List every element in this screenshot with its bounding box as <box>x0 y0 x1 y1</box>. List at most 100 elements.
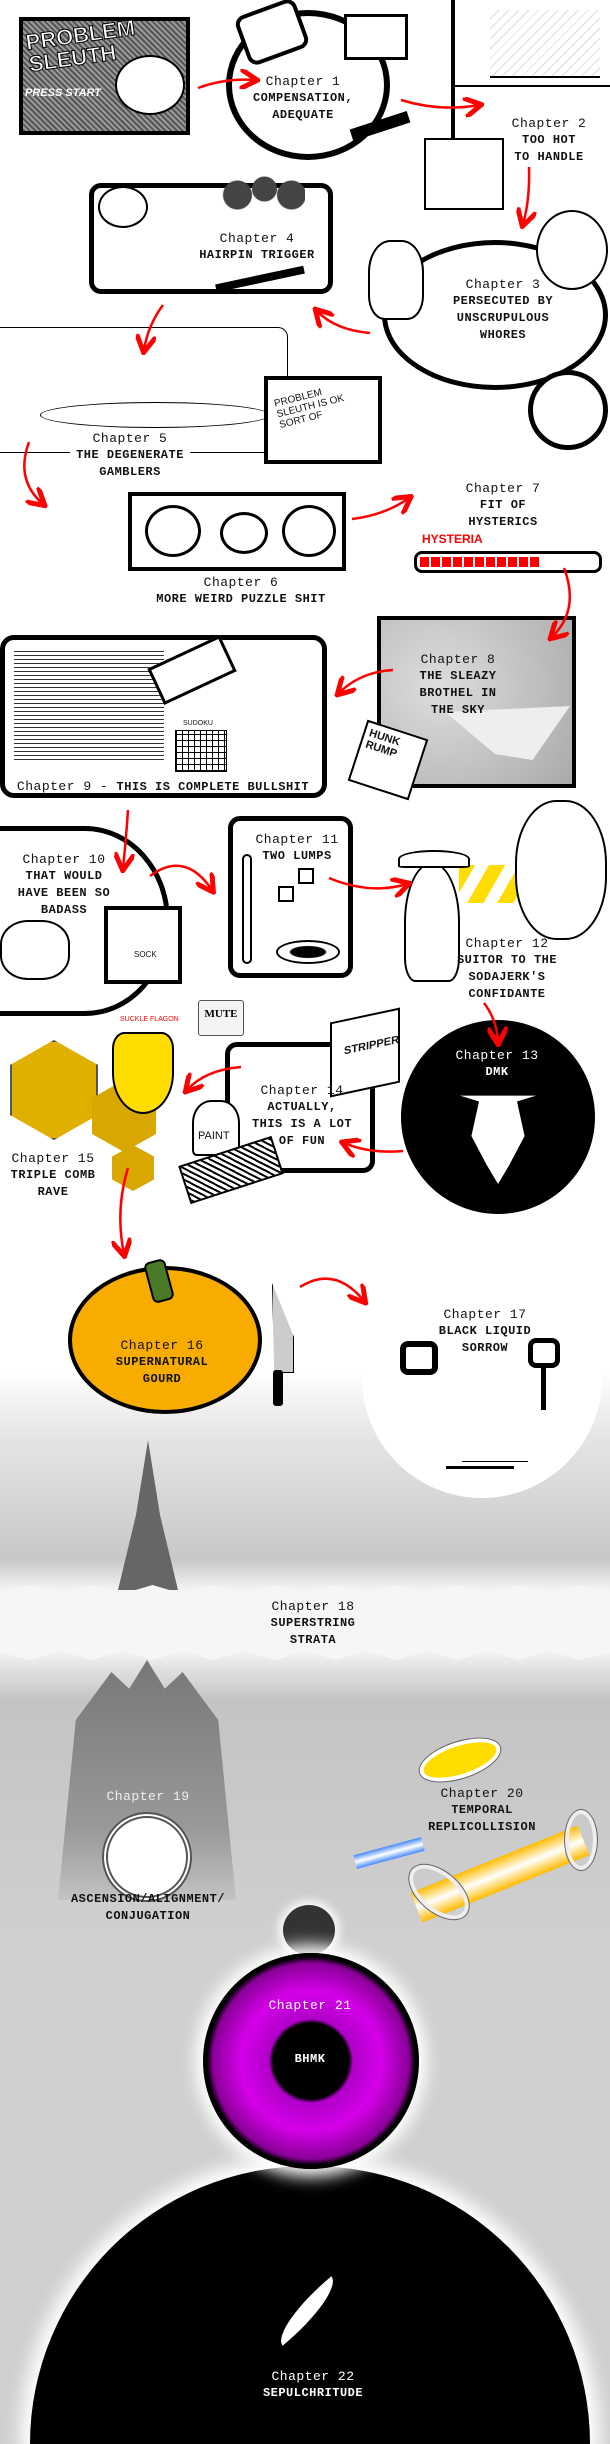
chapter-14[interactable]: Chapter 14 ACTUALLY, THIS IS A LOT OF FUN <box>252 1082 352 1150</box>
chapter-15[interactable]: Chapter 15 TRIPLE COMB RAVE <box>11 1150 96 1201</box>
face-portrait-icon <box>368 240 424 320</box>
note-text: PROBLEM SLEUTH IS OK SORT OF <box>273 387 346 431</box>
chapter-10[interactable]: Chapter 10 THAT WOULD HAVE BEEN SO BADASS <box>18 851 110 919</box>
eye-icon <box>528 1338 560 1368</box>
sudoku-grid <box>175 730 227 772</box>
bear-icon <box>528 370 608 450</box>
press-start: PRESS START <box>25 87 101 99</box>
magazine-title: HUNK RUMP <box>363 727 402 761</box>
chapter-title: THE SLEAZY BROTHEL IN THE SKY <box>419 669 497 717</box>
chapter-title: THIS IS COMPLETE BULLSHIT <box>116 780 310 794</box>
chapter-5[interactable]: Chapter 5 THE DEGENERATE GAMBLERS <box>70 430 190 481</box>
fireplace-icon <box>424 138 504 210</box>
chapter-label: Chapter 12 <box>465 936 549 951</box>
chapter-label: Chapter 3 <box>465 277 541 292</box>
chapter-label: Chapter 1 <box>265 74 341 89</box>
title-screen[interactable]: PROBLEM SLEUTH PRESS START <box>19 14 190 135</box>
sugar-cube-icon <box>278 886 294 902</box>
skull-icon <box>220 512 268 554</box>
chapter-label: Chapter 17 <box>443 1307 527 1322</box>
chapter-label: Chapter 21 <box>268 1998 352 2013</box>
spoon-icon <box>242 854 252 964</box>
chapter-8[interactable]: Chapter 8 THE SLEAZY BROTHEL IN THE SKY <box>419 651 496 719</box>
flasks-icon <box>215 150 305 210</box>
detective-with-fan-icon <box>98 186 148 228</box>
chapter-2[interactable]: Chapter 2 TOO HOT TO HANDLE <box>512 115 587 166</box>
sleuth-face-icon <box>115 55 185 115</box>
paint-can: PAINT <box>192 1100 240 1156</box>
chapter-label: Chapter 16 <box>120 1338 204 1353</box>
chapter-label: Chapter 18 <box>271 1599 355 1614</box>
chapter-19[interactable]: Chapter 19 ASCENSION/ALIGNMENT/ CONJUGATI… <box>71 1788 225 1925</box>
sugar-cube-icon <box>298 868 314 884</box>
chapter-label: Chapter 10 <box>22 852 106 867</box>
sock-text: SOCK <box>134 950 157 959</box>
mandelbrot-top-bulb <box>283 1905 335 1955</box>
chapter-9[interactable]: Chapter 9 - THIS IS COMPLETE BULLSHIT <box>17 777 309 796</box>
chapter-title: TOO HOT TO HANDLE <box>514 133 584 164</box>
chapter-17[interactable]: Chapter 17 BLACK LIQUID SORROW <box>439 1306 531 1357</box>
chapter-title: COMPENSATION, ADEQUATE <box>252 91 354 122</box>
ascii-art <box>14 650 164 760</box>
chapter-title: HAIRPIN TRIGGER <box>199 248 315 262</box>
chapter-21-bulb <box>203 1953 419 2169</box>
stitched-mouth <box>446 1466 514 1469</box>
monster-icon <box>536 210 608 290</box>
chapter-title: ASCENSION/ALIGNMENT/ CONJUGATION <box>70 1892 226 1923</box>
chapter-label: Chapter 13 <box>455 1048 539 1063</box>
chapter-title: THE DEGENERATE GAMBLERS <box>76 448 184 479</box>
chapter-2-frame-bottom <box>451 85 610 87</box>
chapter-label: Chapter 20 <box>440 1786 524 1801</box>
chapter-title: SUPERNATURAL GOURD <box>115 1355 209 1386</box>
chapter-label: Chapter 7 <box>465 481 541 496</box>
chapter-title: MORE WEIRD PUZZLE SHIT <box>156 592 326 606</box>
chapter-title: PERSECUTED BY UNSCRUPULOUS WHORES <box>452 294 554 342</box>
chapter-6[interactable]: Chapter 6 MORE WEIRD PUZZLE SHIT <box>156 574 325 608</box>
chapter-18[interactable]: Chapter 18 SUPERSTRING STRATA <box>271 1598 356 1649</box>
clock-face-icon <box>102 1812 192 1902</box>
stripper-label: STRIPPER <box>344 1033 400 1058</box>
safe-icon <box>344 14 408 60</box>
portal-ring-icon <box>564 1809 598 1871</box>
chapter-12[interactable]: Chapter 12 SUITOR TO THE SODAJERK'S CONFI… <box>457 935 557 1003</box>
paint-label: PAINT <box>198 1130 230 1142</box>
chapter-16[interactable]: Chapter 16 SUPERNATURAL GOURD <box>116 1337 208 1388</box>
note-card: PROBLEM SLEUTH IS OK SORT OF <box>264 376 382 464</box>
chapter-label: Chapter 4 <box>219 231 295 246</box>
eye-drip <box>541 1366 546 1410</box>
chapter-label: Chapter 14 <box>260 1083 344 1098</box>
chapter-label: Chapter 5 <box>92 431 168 446</box>
chapter-2-frame <box>451 0 455 140</box>
chapter-title: TRIPLE COMB RAVE <box>10 1168 96 1199</box>
title-logo: PROBLEM SLEUTH <box>24 14 137 77</box>
strata-band <box>0 1585 610 1660</box>
chapter-title: ACTUALLY, THIS IS A LOT OF FUN <box>251 1100 353 1148</box>
chapter-label: Chapter 6 <box>203 575 279 590</box>
chapter-label: Chapter 15 <box>11 1151 95 1166</box>
hysteria-meter-fill <box>420 557 540 567</box>
chapter-3[interactable]: Chapter 3 PERSECUTED BY UNSCRUPULOUS WHOR… <box>453 276 553 344</box>
chapter-title: THAT WOULD HAVE BEEN SO BADASS <box>17 869 111 917</box>
mute-button[interactable]: MUTE <box>198 1000 244 1036</box>
chapter-label: Chapter 8 <box>420 652 496 667</box>
hat-icon <box>398 850 470 868</box>
chapter-label: Chapter 9 - <box>16 779 117 794</box>
chapter-title: SUPERSTRING STRATA <box>270 1616 356 1647</box>
chapter-title: BLACK LIQUID SORROW <box>438 1324 532 1355</box>
sodajerk-figure <box>404 862 460 982</box>
flagon-icon <box>112 1032 174 1114</box>
skull-icon <box>282 505 336 557</box>
chapter-4[interactable]: Chapter 4 HAIRPIN TRIGGER <box>199 230 315 264</box>
chapter-label: Chapter 19 <box>106 1789 190 1804</box>
chapter-title: SUITOR TO THE SODAJERK'S CONFIDANTE <box>456 953 558 1001</box>
eye-icon <box>400 1341 438 1375</box>
chapter-1[interactable]: Chapter 1 COMPENSATION, ADEQUATE <box>253 73 353 124</box>
chapter-label: Chapter 2 <box>511 116 587 131</box>
coffee-cup-icon <box>276 940 340 964</box>
